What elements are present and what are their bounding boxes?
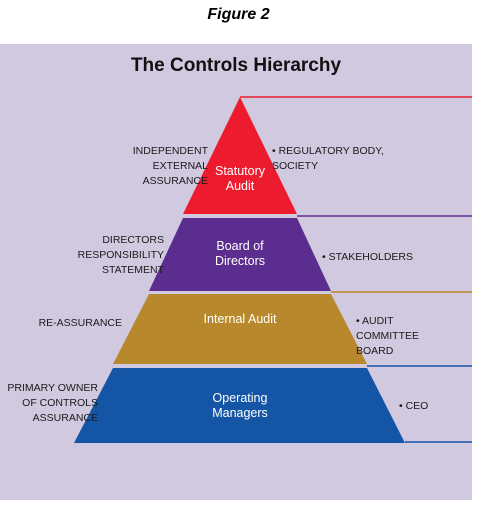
tier-board-left-note: DIRECTORS RESPONSIBILITY STATEMENT	[77, 234, 164, 276]
tier-operating-left-note: PRIMARY OWNER OF CONTROLS ASSURANCE	[7, 382, 98, 424]
tier-operating-shape	[74, 368, 405, 443]
tier-statutory-right-note: • REGULATORY BODY, SOCIETY	[272, 145, 384, 172]
diagram-title: The Controls Hierarchy	[130, 55, 342, 76]
tier-statutory-label: Statutory Audit	[214, 164, 266, 193]
tier-statutory-left-note: INDEPENDENT EXTERNAL ASSURANCE	[132, 145, 208, 187]
tier-internal-left-note: RE-ASSURANCE	[38, 317, 122, 329]
figure-caption: Figure 2	[207, 6, 270, 23]
tier-internal-label: Internal Audit	[203, 312, 277, 326]
tier-operating-label: Operating Managers	[212, 391, 268, 420]
tier-board-shape	[149, 218, 331, 291]
tier-operating-right-note: • CEO	[399, 400, 429, 412]
tier-internal-shape	[113, 294, 367, 364]
tier-statutory-shape	[183, 97, 297, 214]
tier-board-label: Board of Directors	[214, 239, 265, 268]
tier-internal-right-note: • AUDIT COMMITTEE BOARD	[356, 315, 419, 357]
tier-board-right-note: • STAKEHOLDERS	[322, 251, 414, 263]
